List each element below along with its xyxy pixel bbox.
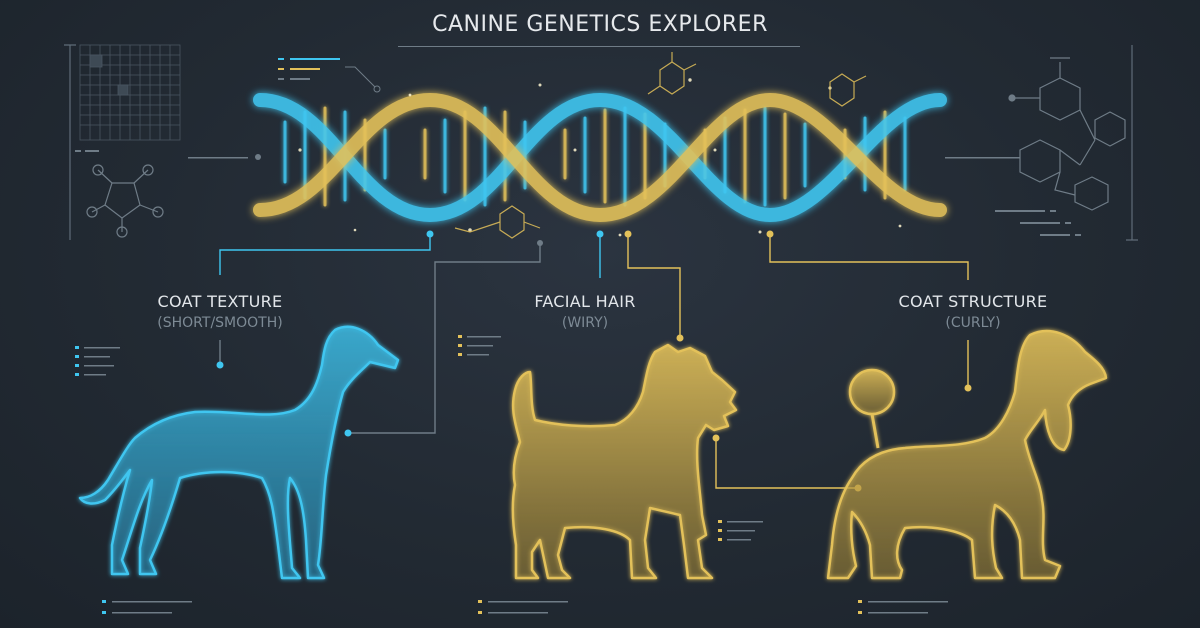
- hexagon-structure-icon: [1008, 57, 1126, 211]
- molecule-icon: [86, 164, 164, 238]
- terrier-silhouette-icon: [511, 343, 738, 580]
- trait-label: FACIAL HAIR: [534, 292, 636, 311]
- grid-chart-icon: [79, 44, 181, 141]
- page-title: CANINE GENETICS EXPLORER: [432, 12, 768, 37]
- dog-readout-dashes: [75, 335, 948, 614]
- greyhound-silhouette-icon: [78, 325, 400, 580]
- trait-label: COAT STRUCTURE: [898, 292, 1048, 311]
- trait-coat-structure: COAT STRUCTURE (CURLY): [868, 292, 1078, 331]
- title-underline: [398, 46, 800, 47]
- frame-brackets: [64, 44, 1138, 241]
- dna-helix-icon: [253, 52, 947, 239]
- top-readout-dashes: [188, 58, 1020, 160]
- trait-facial-hair: FACIAL HAIR (WIRY): [500, 292, 670, 331]
- trait-coat-texture: COAT TEXTURE (SHORT/SMOOTH): [120, 292, 320, 331]
- trait-sublabel: (WIRY): [561, 315, 609, 331]
- trait-sublabel: (SHORT/SMOOTH): [157, 315, 283, 331]
- poodle-silhouette-icon: [826, 329, 1108, 580]
- trait-label: COAT TEXTURE: [157, 292, 283, 311]
- left-marker-ticks: [75, 150, 99, 152]
- right-marker-ticks: [995, 210, 1081, 236]
- trait-sublabel: (CURLY): [945, 315, 1001, 331]
